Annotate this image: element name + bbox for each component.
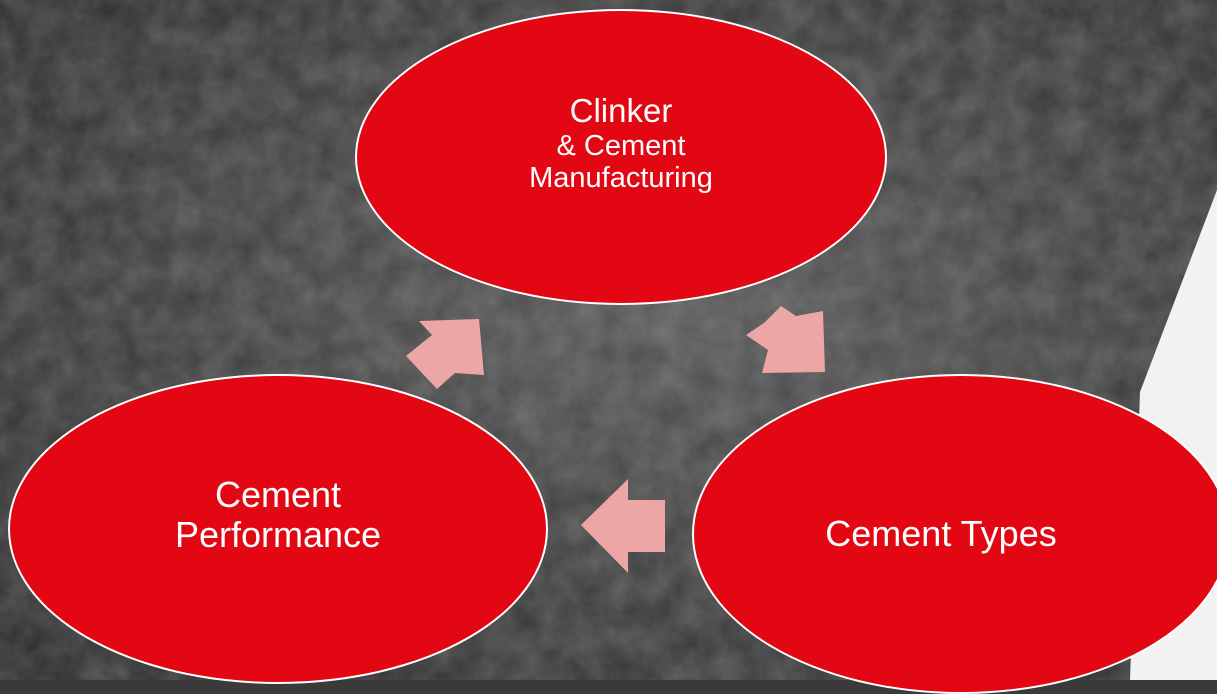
node-left-label-a: Cement: [214, 473, 342, 515]
node-left-label-b: Performance: [174, 514, 382, 555]
node-cement-performance: Cement Performance: [8, 374, 548, 684]
node-top-label-a: Clinker: [569, 92, 673, 130]
cycle-arrows: [406, 306, 825, 573]
arrow-right-to-left: [581, 479, 665, 573]
node-cement-types: Cement Types: [692, 374, 1217, 694]
arrow-top-to-right: [746, 306, 825, 373]
node-top-label-b: & Cement: [556, 130, 686, 162]
node-top-label-c: Manufacturing: [529, 162, 713, 195]
node-right-label: Cement Types: [825, 512, 1057, 554]
arrow-left-to-top: [406, 319, 484, 389]
node-clinker-cement-manufacturing: Clinker & Cement Manufacturing: [355, 9, 887, 305]
